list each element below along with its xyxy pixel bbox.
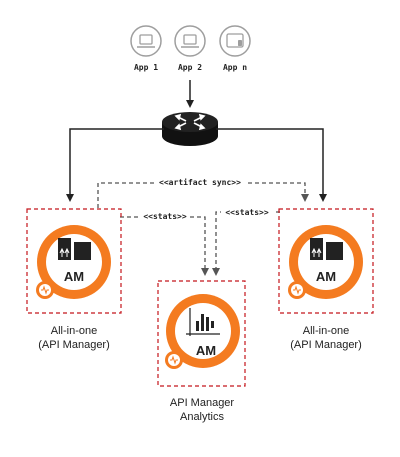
gateway-icon xyxy=(36,225,111,299)
node-analytics-caption-line2: Analytics xyxy=(180,411,225,423)
am-badge-left: AM xyxy=(64,269,84,284)
app-2-label: App 2 xyxy=(178,63,202,72)
am-badge-analytics: AM xyxy=(196,343,216,358)
app-n-label: App n xyxy=(223,63,247,72)
app-2: App 2 xyxy=(174,25,206,72)
node-left-caption-line1: All-in-one xyxy=(51,325,97,337)
node-right-caption-line1: All-in-one xyxy=(303,325,349,337)
laptop-icon xyxy=(174,25,206,57)
am-badge-right: AM xyxy=(316,269,336,284)
router-icon xyxy=(162,112,218,146)
node-analytics-caption-line1: API Manager xyxy=(170,397,235,409)
laptop-icon xyxy=(130,25,162,57)
stats-right-edge xyxy=(212,211,280,276)
app-1-label: App 1 xyxy=(134,63,158,72)
router-to-right-arrow xyxy=(216,128,327,202)
artifact-sync-label: <<artifact sync>> xyxy=(159,177,241,187)
node-left-caption-line2: (API Manager) xyxy=(38,339,110,351)
node-all-in-one-left: AM All-in-one (API Manager) xyxy=(26,208,122,351)
stats-left-label: <<stats>> xyxy=(143,212,187,221)
tablet-icon xyxy=(219,25,251,57)
app-1: App 1 xyxy=(130,25,162,72)
node-right-caption-line2: (API Manager) xyxy=(290,339,362,351)
router-to-left-arrow xyxy=(66,128,164,202)
stats-left-edge xyxy=(120,216,209,276)
gateway-icon xyxy=(288,225,363,299)
app-n: App n xyxy=(219,25,251,72)
chart-icon xyxy=(165,294,240,369)
stats-right-label: <<stats>> xyxy=(225,208,269,217)
node-analytics: AM API Manager Analytics xyxy=(157,280,246,423)
node-all-in-one-right: AM All-in-one (API Manager) xyxy=(278,208,374,351)
